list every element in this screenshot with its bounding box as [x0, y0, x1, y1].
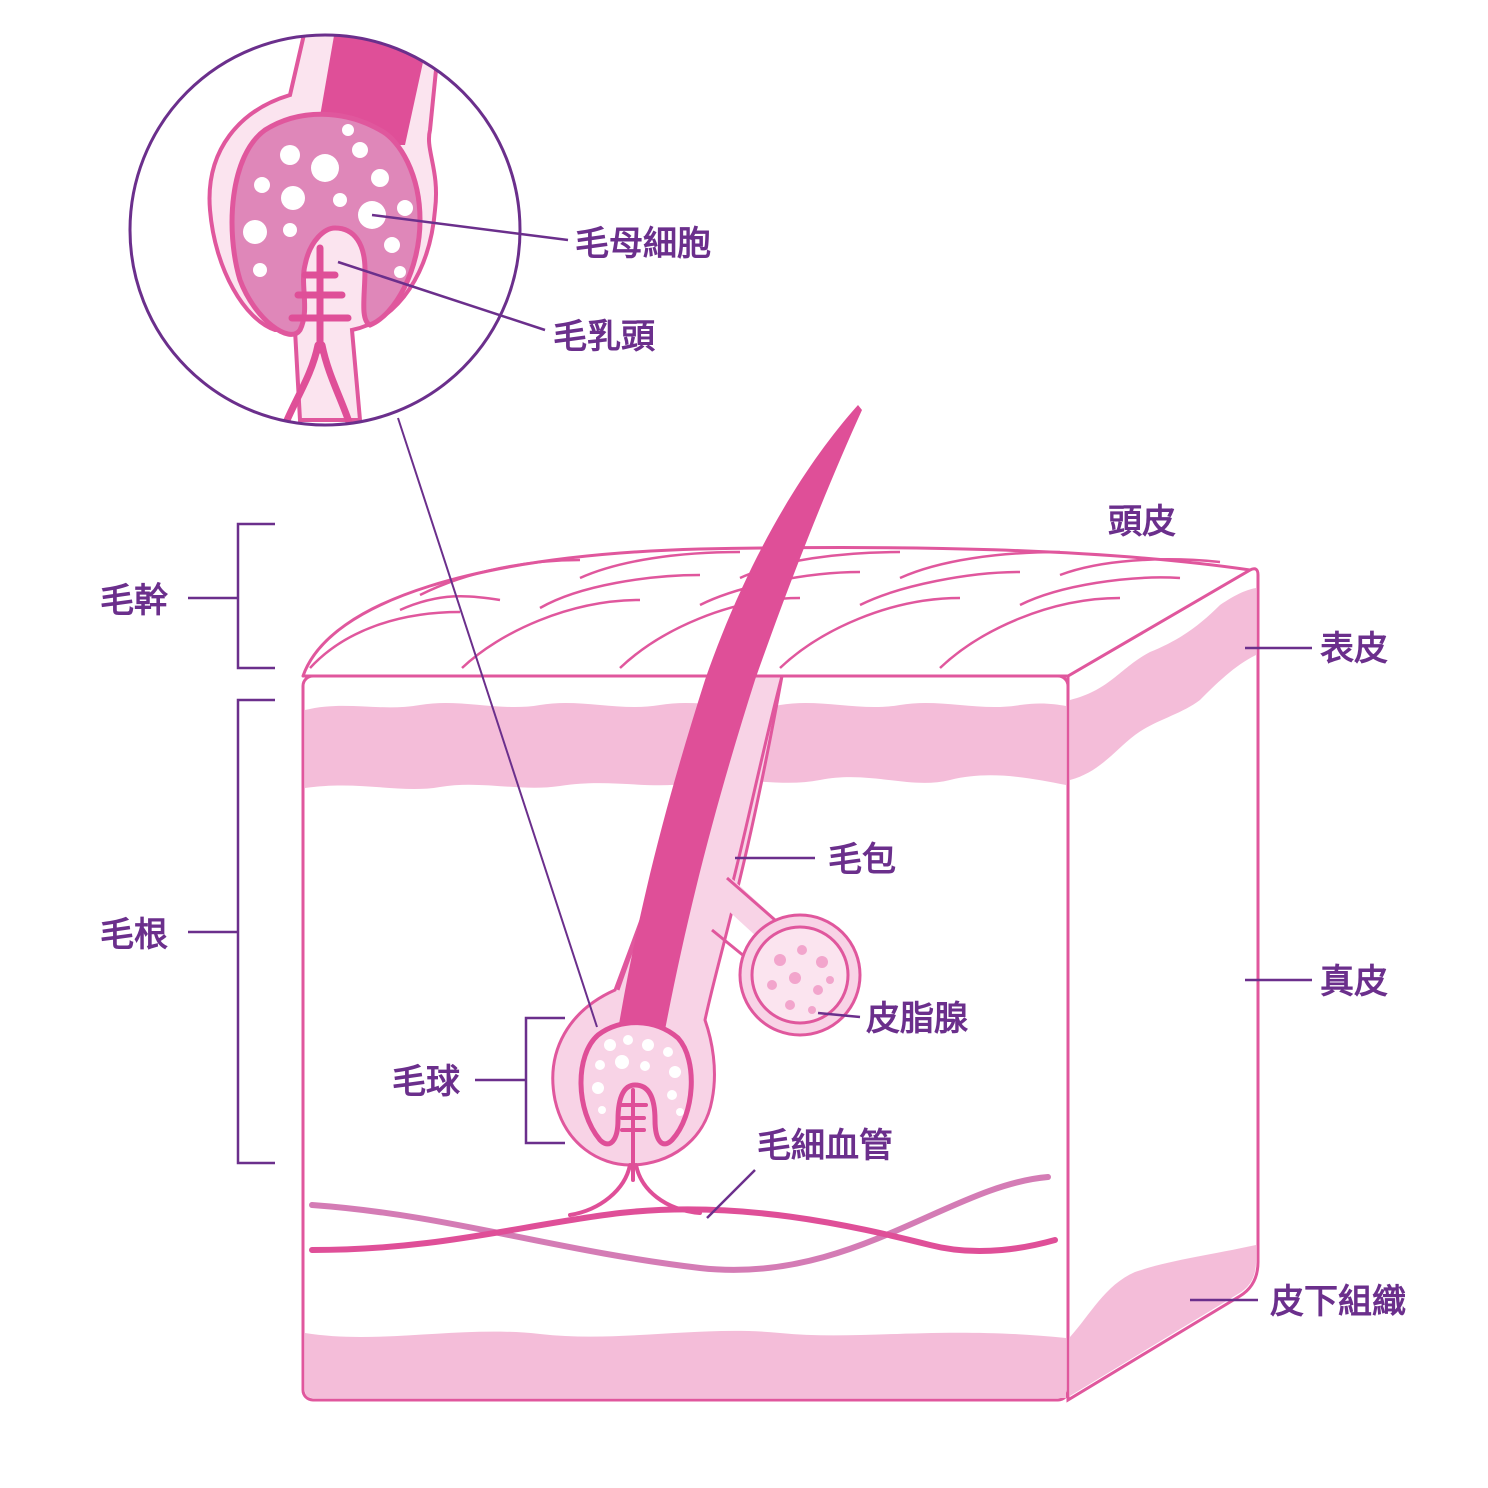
label-hair-shaft: 毛幹	[100, 581, 169, 621]
zoom-bulb	[229, 111, 423, 337]
label-hair-matrix-cells: 毛母細胞	[575, 224, 711, 264]
bracket-hair-root	[188, 698, 275, 1165]
bulb-cells	[592, 1035, 684, 1116]
zoom-papilla-vessel	[281, 244, 354, 425]
leader-dermal-papilla	[337, 260, 546, 332]
capillaries	[309, 1174, 1058, 1273]
leader-matrix-cells	[371, 213, 569, 242]
leader-capillaries	[706, 1169, 756, 1219]
gland-cells	[767, 945, 834, 1014]
zoom-circle	[128, 33, 522, 427]
epidermis-band-right	[1070, 588, 1256, 780]
label-hair-root: 毛根	[100, 915, 168, 955]
leader-lines	[188, 213, 1312, 1302]
label-scalp: 頭皮	[1108, 502, 1176, 542]
hair-shaft	[618, 405, 862, 1030]
label-epidermis: 表皮	[1320, 629, 1388, 669]
bracket-hair-shaft	[188, 522, 275, 670]
labels: 毛母細胞 毛乳頭 頭皮 毛幹 表皮 毛包 毛根 真皮 皮脂腺 毛球 毛細血管 皮…	[100, 224, 1406, 1322]
label-sebaceous-gland: 皮脂腺	[866, 999, 969, 1039]
bracket-hair-bulb	[475, 1016, 565, 1145]
label-subcutaneous-tissue: 皮下組織	[1270, 1282, 1406, 1322]
label-dermal-papilla: 毛乳頭	[553, 317, 656, 357]
zoom-pointer-line	[397, 417, 598, 1028]
papilla-vessel	[568, 1088, 702, 1217]
leader-sebaceous-gland	[817, 1011, 861, 1019]
label-capillaries: 毛細血管	[757, 1126, 893, 1166]
zoom-matrix-cells	[243, 124, 413, 278]
label-hair-bulb: 毛球	[392, 1062, 461, 1102]
block-right-face	[1066, 567, 1260, 1403]
subcutaneous-band-right	[1070, 1245, 1256, 1396]
follicle-in-skin	[551, 405, 862, 1217]
capillary-pink	[309, 1206, 1058, 1255]
subcutaneous-band-front	[305, 1330, 1066, 1398]
label-dermis: 真皮	[1320, 962, 1388, 1002]
capillary-mauve	[309, 1174, 1051, 1273]
label-hair-follicle: 毛包	[828, 840, 896, 880]
